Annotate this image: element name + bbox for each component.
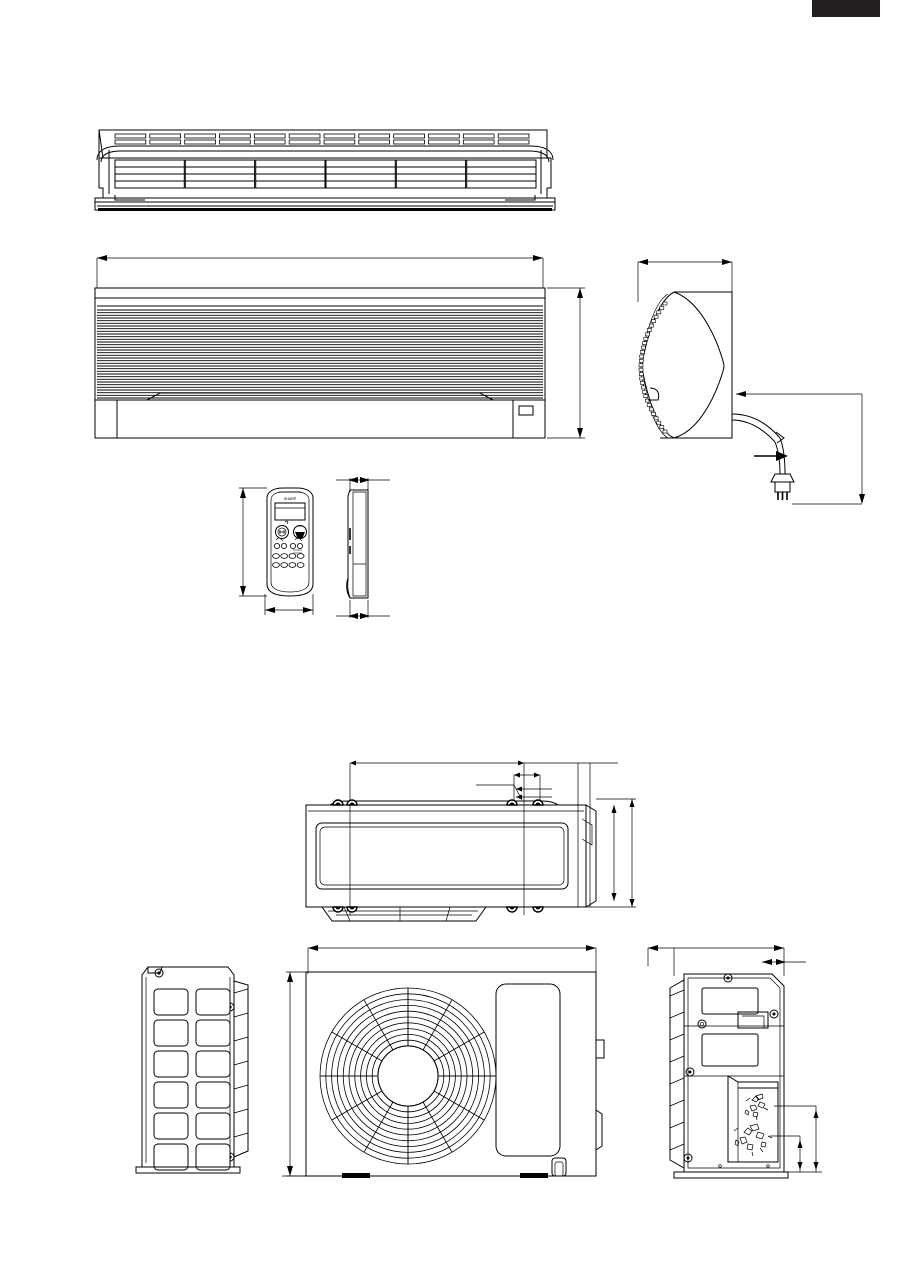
remote-front-view: SHARP <box>235 470 345 628</box>
dim-remote-width <box>264 594 314 615</box>
dim-outdoor-right-depth <box>647 945 785 976</box>
dim-indoor-side-depth <box>637 259 733 302</box>
foot-right <box>520 1173 548 1178</box>
indoor-top-view <box>85 120 565 240</box>
callout-power-plug <box>754 451 788 461</box>
dim-remote-height <box>239 487 267 597</box>
dim-outdoor-top-hole-offset <box>516 786 552 800</box>
liquid-valve <box>733 1123 773 1157</box>
dim-outdoor-top-hole-pitch <box>513 772 541 801</box>
outdoor-right-view <box>640 930 890 1202</box>
indoor-front-view <box>85 248 595 440</box>
dim-outdoor-right-valve-height-upper <box>784 1106 822 1173</box>
dim-outdoor-front-width <box>307 945 597 974</box>
indoor-side-view <box>612 242 874 520</box>
remote-side-view <box>332 466 398 628</box>
outdoor-front-view <box>282 930 622 1202</box>
outdoor-top-view <box>300 755 662 927</box>
dim-outdoor-top-depth <box>544 798 636 908</box>
dim-indoor-front-width <box>96 255 544 288</box>
dim-outdoor-top-depth-inner <box>611 805 617 901</box>
page-edge-tab <box>812 0 880 17</box>
dim-outdoor-right-valve-height-lower <box>797 1136 803 1172</box>
dim-remote-thickness-bottom <box>336 600 390 619</box>
dim-outdoor-top-width <box>349 760 618 915</box>
callout-pipe-outlet <box>736 391 862 397</box>
gas-valve <box>744 1093 769 1121</box>
display-window <box>518 405 534 416</box>
dim-outdoor-right-valve-offset <box>762 959 806 965</box>
outdoor-left-view <box>126 955 256 1205</box>
dim-indoor-front-height <box>547 287 585 439</box>
foot-left <box>342 1173 370 1178</box>
callout-mounting-hole <box>476 784 523 801</box>
remote-lcd <box>274 502 306 521</box>
remote-brand-text: SHARP <box>284 497 297 501</box>
callout-power-cord <box>792 393 865 505</box>
